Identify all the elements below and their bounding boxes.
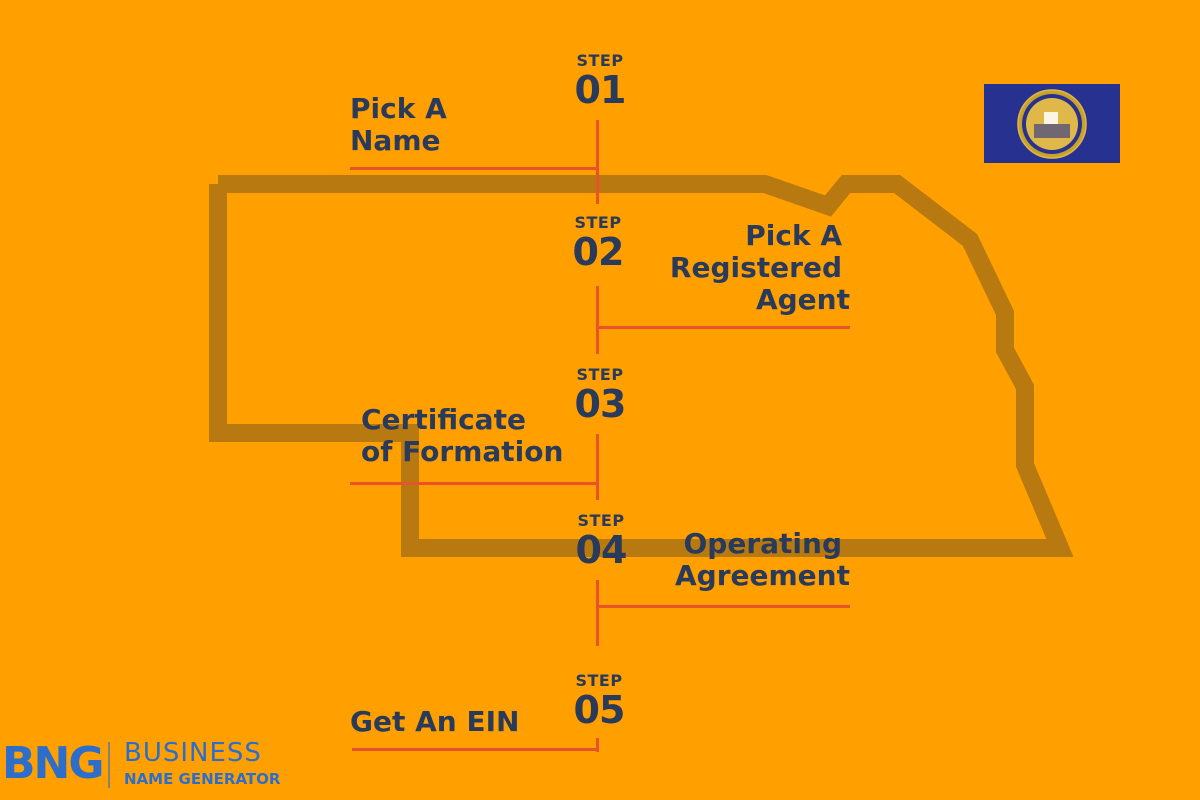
step-4-label: Operating Agreement xyxy=(600,528,850,592)
connector-vertical-5 xyxy=(596,738,599,752)
step-4-label-line: Operating xyxy=(683,527,843,560)
step-2-label-line: Agent xyxy=(755,283,850,316)
state-flag xyxy=(984,84,1120,163)
step-3-number: 03 xyxy=(574,382,627,426)
connector-horizontal-1 xyxy=(350,167,599,170)
connector-horizontal-4 xyxy=(599,605,850,608)
step-3-label: Certificate of Formation xyxy=(361,404,563,468)
step-1-word: STEP xyxy=(576,51,624,70)
logo-divider xyxy=(108,742,110,788)
step-1-label-line: Pick A xyxy=(350,92,447,125)
logo-mark: BNG xyxy=(2,738,104,789)
step-5-label-line: Get An EIN xyxy=(350,705,520,738)
brand-logo: BNG BUSINESS NAME GENERATOR xyxy=(2,738,282,794)
logo-line-1: BUSINESS xyxy=(124,738,262,768)
connector-vertical-4 xyxy=(596,580,599,646)
step-4-marker: STEP 04 xyxy=(561,511,641,572)
step-2-label-line: Pick A xyxy=(745,219,842,252)
logo-line-2: NAME GENERATOR xyxy=(124,770,281,788)
connector-vertical-2 xyxy=(596,286,599,354)
step-3-label-line: of Formation xyxy=(361,435,564,468)
step-1-label: Pick A Name xyxy=(350,93,447,157)
step-4-word: STEP xyxy=(577,511,625,530)
step-5-label: Get An EIN xyxy=(350,706,519,738)
step-3-label-line: Certificate xyxy=(361,403,526,436)
step-5-number: 05 xyxy=(573,688,626,732)
connector-horizontal-3 xyxy=(350,482,599,485)
step-2-label-line: Registered xyxy=(669,251,842,284)
step-4-label-line: Agreement xyxy=(675,559,850,592)
step-1-label-line: Name xyxy=(350,124,441,157)
step-1-marker: STEP 01 xyxy=(560,51,640,112)
connector-vertical-3 xyxy=(596,434,599,500)
step-4-number: 04 xyxy=(575,528,628,572)
connector-vertical-1 xyxy=(596,120,599,204)
step-2-word: STEP xyxy=(574,213,622,232)
step-1-number: 01 xyxy=(574,68,627,112)
step-3-marker: STEP 03 xyxy=(560,365,640,426)
step-5-word: STEP xyxy=(575,671,623,690)
step-2-number: 02 xyxy=(572,230,625,274)
connector-horizontal-5 xyxy=(352,748,599,751)
state-seal-icon xyxy=(1017,89,1087,159)
step-5-marker: STEP 05 xyxy=(559,671,639,732)
step-3-word: STEP xyxy=(576,365,624,384)
step-2-marker: STEP 02 xyxy=(558,213,638,274)
state-outline-path xyxy=(209,175,1074,557)
step-2-label: Pick A Registered Agent xyxy=(600,220,850,316)
connector-horizontal-2 xyxy=(599,326,850,329)
